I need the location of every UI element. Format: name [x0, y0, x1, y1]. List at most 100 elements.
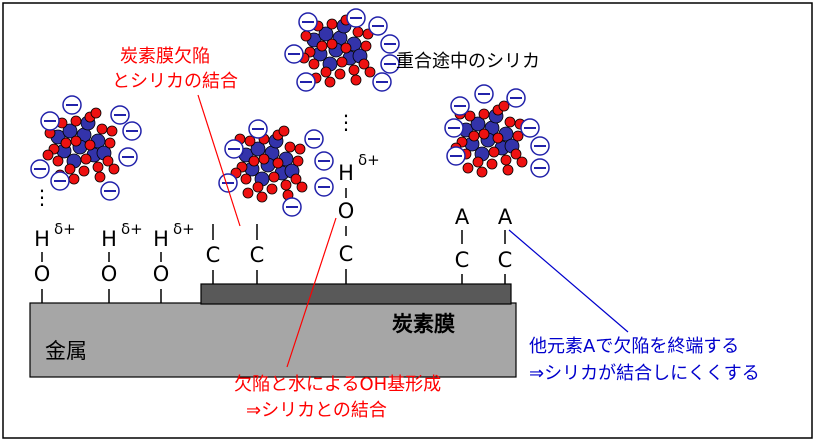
ellipsis-dots: ⋮: [32, 185, 52, 209]
atom-o: O: [153, 262, 170, 286]
oxygen-atom: [92, 161, 104, 173]
oxygen-atom: [358, 58, 370, 70]
oxygen-atom: [316, 40, 328, 52]
oxygen-atom: [472, 156, 484, 168]
oxygen-atom: [492, 132, 504, 144]
atom-o: O: [338, 199, 355, 223]
oh-formation-label-line1: 欠陥と水によるOH基形成: [234, 374, 441, 395]
defect-bond-label-line1: 炭素膜欠陥: [120, 46, 210, 67]
oxygen-atom: [42, 149, 54, 161]
oxygen-atom: [502, 164, 514, 176]
oxygen-atom: [350, 74, 362, 86]
oxygen-atom: [70, 115, 82, 127]
oxygen-atom: [326, 18, 338, 30]
delta-plus-charge: δ+: [173, 220, 195, 238]
oxygen-atom: [60, 137, 72, 149]
oxygen-atom: [248, 155, 260, 167]
atom-a: A: [498, 205, 513, 229]
defect-bond-label-line2: とシリカの結合: [112, 71, 238, 92]
oxygen-atom: [348, 64, 360, 76]
atom-o: O: [101, 262, 118, 286]
oxygen-atom: [504, 116, 516, 128]
oxygen-atom: [300, 30, 312, 42]
delta-plus-charge: δ+: [54, 220, 76, 238]
oxygen-atom: [512, 130, 524, 142]
silicon-atom: [318, 26, 334, 42]
oxygen-atom: [510, 148, 522, 160]
atom-c: C: [206, 243, 221, 267]
atom-c: C: [455, 248, 470, 272]
metal-label: 金属: [45, 339, 87, 363]
termination-label-line1: 他元素Aで欠陥を終端する: [529, 336, 739, 357]
oxygen-atom: [272, 157, 284, 169]
oxygen-atom: [94, 171, 106, 183]
atom-c: C: [498, 248, 513, 272]
ellipsis-dots: ⋮: [336, 110, 356, 134]
oxygen-atom: [78, 165, 90, 177]
oxygen-atom: [102, 155, 114, 167]
oxygen-atom: [336, 56, 348, 68]
oxygen-atom: [352, 26, 364, 38]
oxygen-atom: [478, 128, 490, 140]
oxygen-atom: [334, 68, 346, 80]
oxygen-atom: [68, 173, 80, 185]
oxygen-atom: [364, 66, 376, 78]
oxygen-atom: [320, 66, 332, 78]
oxygen-atom: [256, 191, 268, 203]
oxygen-atom: [462, 162, 474, 174]
oxygen-atom: [268, 171, 280, 183]
metal-substrate: [29, 302, 517, 378]
silica-polymerizing-label: 重合途中のシリカ: [396, 51, 540, 72]
oxygen-atom: [284, 141, 296, 153]
oxygen-atom: [108, 163, 120, 175]
oxygen-atom: [468, 130, 480, 142]
silicon-atom: [470, 116, 486, 132]
oxygen-atom: [266, 183, 278, 195]
oxygen-atom: [340, 42, 352, 54]
oxygen-atom: [478, 108, 490, 120]
oh-formation-label-line2: ⇒シリカとの結合: [246, 400, 387, 421]
delta-plus-charge: δ+: [358, 151, 380, 169]
oxygen-atom: [96, 123, 108, 135]
oxygen-atom: [258, 153, 270, 165]
oh-formation-pointer: [286, 217, 337, 368]
defect-bond-pointer: [197, 94, 241, 227]
oxygen-atom: [90, 107, 102, 119]
oxygen-atom: [84, 139, 96, 151]
atom-h: H: [338, 161, 354, 185]
termination-pointer: [508, 229, 629, 333]
oxygen-atom: [308, 58, 320, 70]
oxygen-atom: [360, 40, 372, 52]
oxygen-atom: [500, 154, 512, 166]
oxygen-atom: [104, 137, 116, 149]
delta-plus-charge: δ+: [121, 220, 143, 238]
atom-h: H: [153, 227, 169, 251]
oxygen-atom: [498, 100, 510, 112]
oxygen-atom: [324, 76, 336, 88]
oxygen-atom: [242, 187, 254, 199]
oxygen-atom: [278, 125, 290, 137]
oxygen-atom: [252, 181, 264, 193]
oxygen-atom: [292, 155, 304, 167]
atom-o: O: [34, 262, 51, 286]
oxygen-atom: [70, 135, 82, 147]
atom-h: H: [101, 227, 117, 251]
atom-a: A: [455, 205, 470, 229]
oxygen-atom: [486, 158, 498, 170]
oxygen-atom: [290, 173, 302, 185]
atom-c: C: [250, 243, 265, 267]
oxygen-atom: [296, 181, 308, 193]
oxygen-atom: [516, 156, 528, 168]
oxygen-atom: [52, 155, 64, 167]
oxygen-atom: [106, 125, 118, 137]
carbon-film: [200, 283, 512, 305]
oxygen-atom: [476, 166, 488, 178]
termination-label-line2: ⇒シリカが結合しにくくする: [529, 363, 760, 384]
carbon-film-label: 炭素膜: [392, 312, 455, 336]
atom-c: C: [339, 242, 354, 266]
silicon-atom: [250, 141, 266, 157]
silicon-atom: [62, 123, 78, 139]
oxygen-atom: [326, 38, 338, 50]
